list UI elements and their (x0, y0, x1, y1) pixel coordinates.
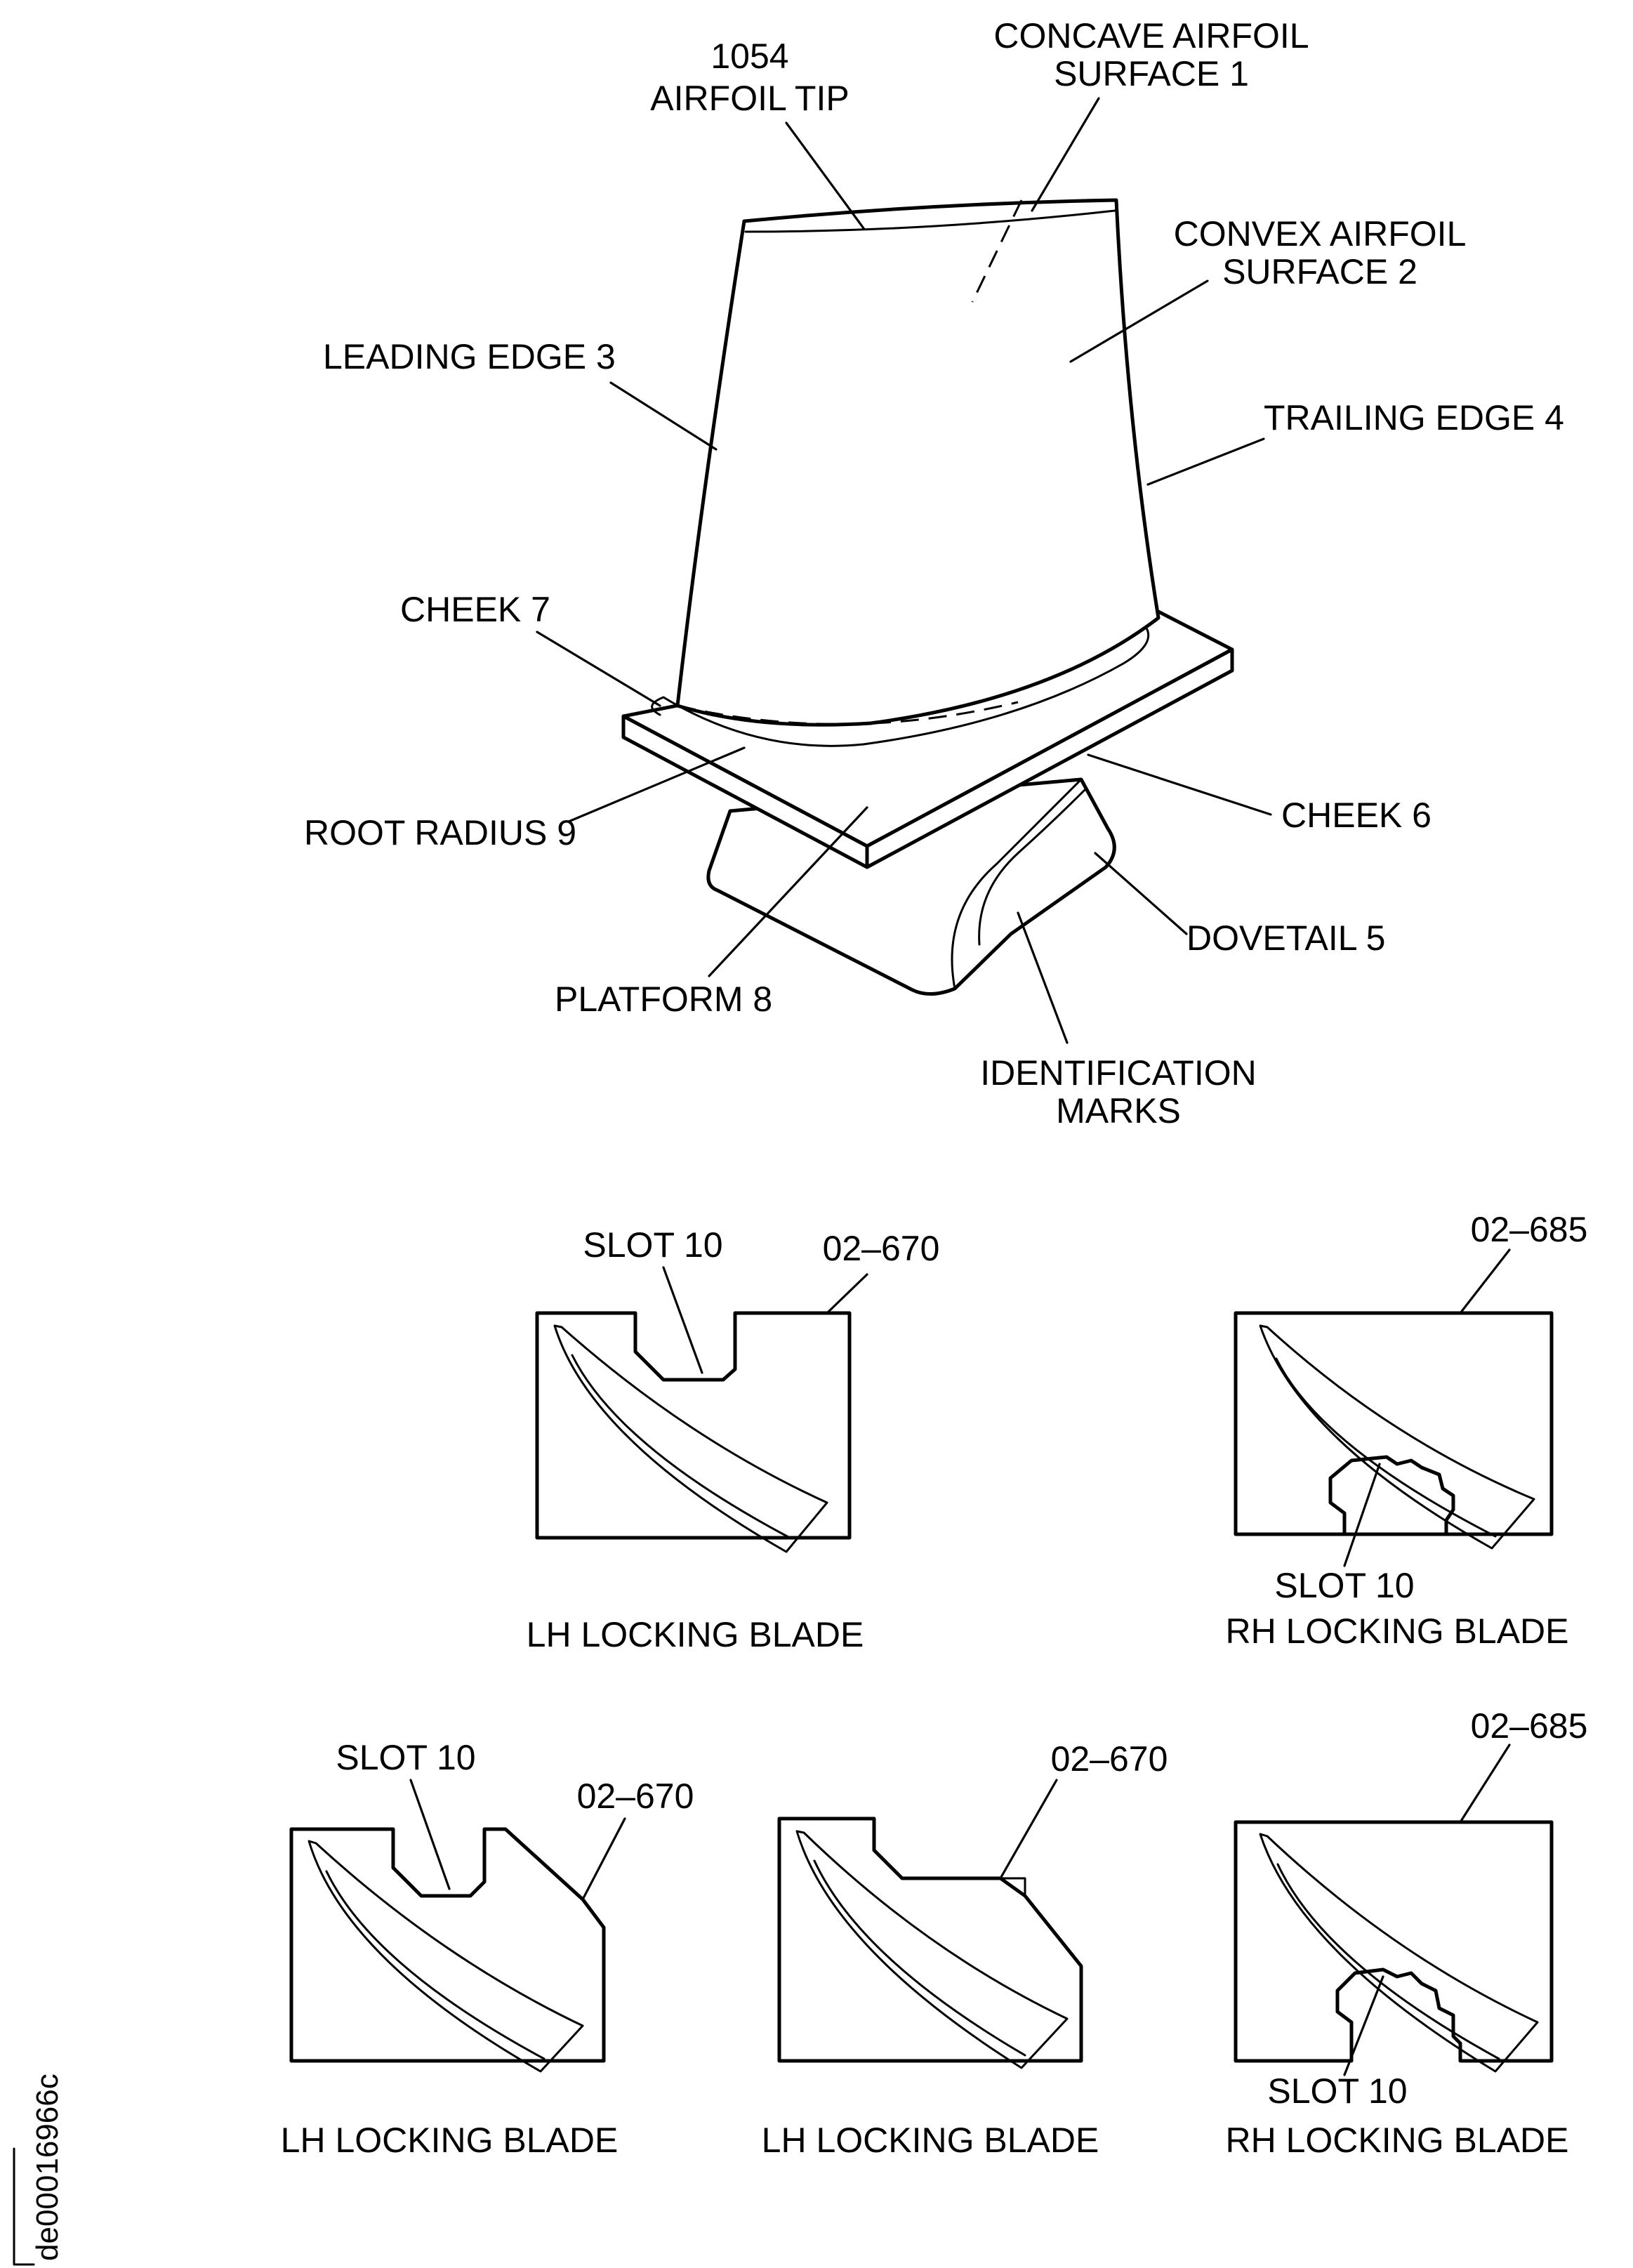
rh-br-caption: RH LOCKING BLADE (1225, 2121, 1568, 2160)
lh-top-airfoil-inner (571, 1354, 791, 1539)
lh-bl-airfoil (308, 1840, 584, 2073)
lh-bm-airfoil (795, 1830, 1069, 2069)
identification-marks-label-line1: IDENTIFICATION (980, 1053, 1257, 1093)
lh-locking-blade-bottom-middle: 02–670 LH LOCKING BLADE (762, 1739, 1168, 2160)
lh-locking-blade-top: SLOT 10 02–670 LH LOCKING BLADE (527, 1225, 940, 1654)
rh-br-block (1234, 1820, 1554, 2063)
rh-br-airfoil (1259, 1833, 1539, 2073)
convex-surface-label-line1: CONVEX AIRFOIL (1174, 214, 1467, 253)
rh-top-slot-leader (1343, 1463, 1381, 1567)
rh-br-part-number: 02–685 (1471, 1706, 1588, 1746)
lh-bm-part-leader (999, 1779, 1058, 1880)
figure-id: de00016966c (13, 2073, 65, 2266)
lh-bl-caption: LH LOCKING BLADE (281, 2121, 619, 2160)
lh-bl-airfoil-inner (325, 1870, 546, 2060)
platform-label: PLATFORM 8 (555, 980, 772, 1019)
trailing-edge-label: TRAILING EDGE 4 (1264, 398, 1564, 437)
concave-surface-label-line2: SURFACE 1 (1054, 54, 1249, 93)
lh-top-airfoil (553, 1324, 828, 1553)
figure-id-corner (13, 2147, 35, 2266)
rh-br-slot-label: SLOT 10 (1267, 2071, 1407, 2111)
leader-cheek7 (536, 631, 661, 707)
root-radius-fillet (651, 624, 1150, 747)
rh-top-slot-label: SLOT 10 (1274, 1566, 1414, 1605)
lh-bm-tab (999, 1877, 1026, 1897)
lh-bl-block (289, 1827, 606, 2063)
rh-top-block (1234, 1311, 1554, 1536)
leader-cheek6 (1087, 753, 1272, 816)
rh-top-part-leader (1459, 1248, 1511, 1314)
airfoil-tip-edge (744, 209, 1116, 233)
rh-br-part-leader (1459, 1743, 1511, 1824)
lh-top-slot-leader (662, 1266, 703, 1374)
dovetail-label: DOVETAIL 5 (1186, 918, 1385, 958)
root-radius-label: ROOT RADIUS 9 (304, 813, 576, 852)
dovetail-face-line (978, 789, 1086, 946)
leading-edge-label: LEADING EDGE 3 (323, 337, 616, 376)
concave-surface-label-line1: CONCAVE AIRFOIL (993, 16, 1309, 55)
lh-top-caption: LH LOCKING BLADE (527, 1615, 864, 1654)
rh-top-part-number: 02–685 (1471, 1210, 1588, 1249)
rh-br-slot-leader (1343, 1975, 1384, 2076)
leader-concave (1031, 97, 1100, 212)
root-dash (677, 701, 1019, 725)
leader-dovetail (1094, 852, 1188, 935)
lh-top-part-leader (826, 1273, 868, 1314)
dovetail-curve (951, 778, 1083, 990)
lh-top-part-number: 02–670 (823, 1229, 940, 1268)
identification-marks-label-line2: MARKS (1056, 1091, 1181, 1130)
rh-top-airfoil-inner (1275, 1357, 1497, 1538)
leader-root-radius (567, 746, 746, 823)
leader-identification (1017, 911, 1069, 1044)
leader-platform (708, 806, 868, 977)
lh-top-block (535, 1311, 852, 1540)
lh-bm-part-number: 02–670 (1051, 1739, 1168, 1779)
cheek7-label: CHEEK 7 (400, 590, 550, 629)
lh-bl-slot-leader (409, 1779, 451, 1890)
lh-locking-blade-bottom-left: SLOT 10 02–670 LH LOCKING BLADE (281, 1738, 694, 2160)
leader-convex (1069, 279, 1209, 363)
leader-leading-edge (609, 381, 718, 451)
rh-br-airfoil-inner (1276, 1863, 1500, 2060)
rh-locking-blade-bottom-right: 02–685 SLOT 10 RH LOCKING BLADE (1225, 1706, 1587, 2160)
lh-bm-airfoil-inner (813, 1859, 1026, 2057)
convex-surface-label-line2: SURFACE 2 (1222, 252, 1417, 291)
leader-airfoil-tip (785, 121, 865, 230)
lh-bl-slot-label: SLOT 10 (336, 1738, 475, 1777)
rh-top-airfoil (1259, 1324, 1535, 1550)
rh-locking-blade-top: 02–685 SLOT 10 RH LOCKING BLADE (1225, 1210, 1587, 1651)
lh-bl-part-number: 02–670 (577, 1776, 694, 1816)
lh-bm-caption: LH LOCKING BLADE (762, 2121, 1099, 2160)
lh-bm-block (777, 1817, 1083, 2063)
leader-trailing-edge (1146, 437, 1265, 486)
airfoil-tip-number: 1054 (710, 37, 788, 76)
concave-surface-dash (971, 199, 1023, 303)
turbine-blade-illustration: 1054 AIRFOIL TIP CONCAVE AIRFOIL SURFACE… (304, 16, 1564, 1130)
platform-right-face (865, 647, 1234, 869)
lh-top-slot-label: SLOT 10 (583, 1225, 722, 1265)
rh-top-caption: RH LOCKING BLADE (1225, 1611, 1568, 1651)
airfoil-body (675, 198, 1161, 727)
lh-bl-part-leader (581, 1817, 626, 1901)
figure-id-text: de00016966c (30, 2073, 65, 2261)
cheek6-label: CHEEK 6 (1281, 796, 1432, 835)
airfoil-tip-label: AIRFOIL TIP (650, 79, 849, 118)
